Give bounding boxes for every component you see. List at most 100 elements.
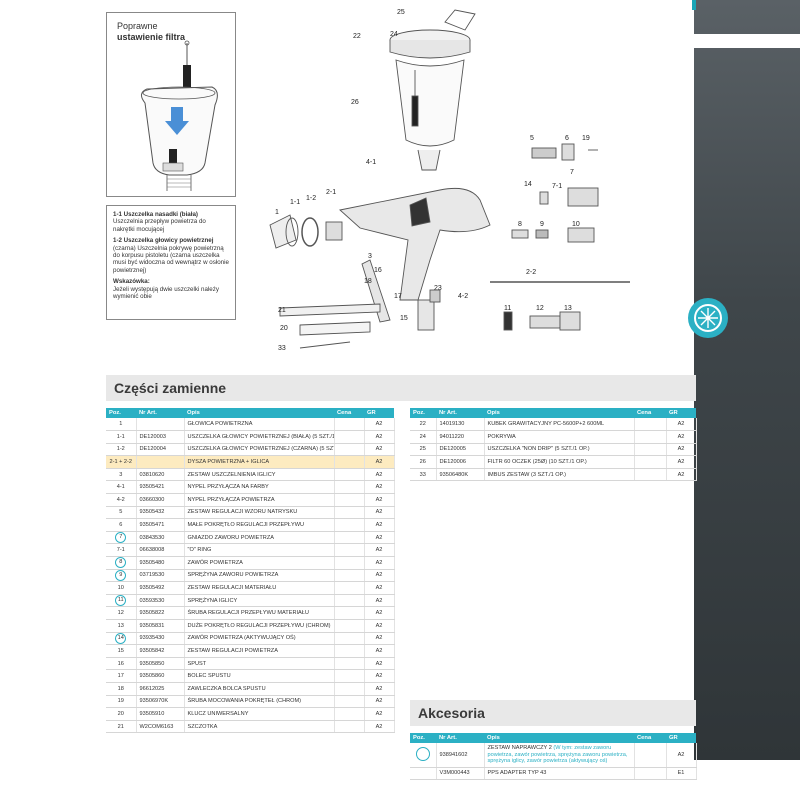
- cell-cena: [334, 443, 365, 457]
- cell-gr: A2: [364, 606, 395, 620]
- cell-nr: 93935430: [136, 632, 185, 646]
- table-header-row: Poz. Nr Art. Opis Cena GR: [410, 408, 696, 418]
- cell-nr: 93506480K: [436, 468, 485, 482]
- cell-gr: A2: [364, 581, 395, 595]
- cell-cena: [334, 493, 365, 507]
- cell-cena: [334, 707, 365, 721]
- diagram-label: 3: [368, 253, 372, 260]
- cell-nr: 96612025: [136, 682, 185, 696]
- cell-gr: A2: [364, 468, 395, 482]
- cell-poz: 2-1 + 2-2: [106, 455, 137, 469]
- part-ring-marker: 9: [115, 569, 127, 581]
- cell-nr: 93505822: [136, 606, 185, 620]
- diagram-label: 4-1: [366, 159, 376, 166]
- cell-opis: USZCZELKA "NON DRIP" (5 SZT./1 OP.): [484, 443, 635, 457]
- cell-poz: 19: [106, 695, 137, 709]
- cell-nr: 938941602: [436, 743, 485, 768]
- col-opis: Opis: [484, 733, 634, 743]
- cell-opis: GNIAZDO ZAWORU POWIETRZA: [184, 531, 335, 545]
- cell-poz: 13: [106, 619, 137, 633]
- diagram-label: 9: [540, 221, 544, 228]
- cell-opis: ZAWÓR POWIETRZA (AKTYWUJĄCY OŚ): [184, 632, 335, 646]
- cell-poz: 7: [106, 531, 137, 545]
- cell-nr: 93505471: [136, 518, 185, 532]
- cell-nr: 93505831: [136, 619, 185, 633]
- cell-cena: [634, 418, 667, 432]
- spray-gun-exploded-diagram: 25 22 24 26 4-1 1 1-1 1-2 2-1 3 18 16 17…: [269, 9, 630, 352]
- col-cena: Cena: [634, 733, 666, 743]
- cell-gr: A2: [364, 455, 395, 469]
- cell-opis: SZCZOTKA: [184, 720, 335, 734]
- cell-poz: 15: [106, 644, 137, 658]
- cell-poz: 10: [106, 581, 137, 595]
- cell-opis: USZCZELKA GŁOWICY POWIETRZNEJ (CZARNA) (…: [184, 443, 335, 457]
- filter-cup-illustration: [141, 40, 218, 191]
- cell-nr: [136, 455, 185, 469]
- filter-callout-line1: Poprawne: [117, 21, 158, 31]
- cell-poz: [410, 743, 437, 768]
- accessory-name: ZESTAW NAPRAWCZY 2: [487, 745, 552, 752]
- cell-nr: 94011220: [436, 430, 485, 444]
- cell-gr: A2: [364, 418, 395, 432]
- diagram-label: 23: [434, 285, 442, 292]
- cell-gr: A2: [364, 669, 395, 683]
- filter-callout-line2: ustawienie filtra: [117, 32, 186, 42]
- diagram-label: 1-2: [306, 195, 316, 202]
- diagram-label: 20: [280, 325, 288, 332]
- diagram-label: 21: [278, 307, 286, 314]
- cell-gr: A2: [666, 418, 697, 432]
- diagram-label: 16: [374, 267, 382, 274]
- diagram-label: 7: [570, 169, 574, 176]
- cell-cena: [334, 632, 365, 646]
- col-poz: Poz.: [410, 733, 436, 743]
- cell-opis: ZESTAW REGULACJI POWIETRZA: [184, 644, 335, 658]
- cell-opis: "O" RING: [184, 543, 335, 558]
- cell-poz: 3: [106, 468, 137, 482]
- cell-gr: A2: [364, 695, 395, 709]
- cell-cena: [334, 518, 365, 532]
- filter-callout-title: Poprawne ustawienie filtra: [117, 21, 185, 43]
- cell-poz: 24: [410, 430, 437, 444]
- col-gr: GR: [364, 408, 394, 418]
- accessories-header: Akcesoria: [410, 700, 696, 726]
- cell-cena: [334, 594, 365, 608]
- cell-cena: [334, 644, 365, 658]
- cell-poz: 4-1: [106, 480, 137, 495]
- cell-poz: 9: [106, 569, 137, 583]
- cell-poz: 20: [106, 707, 137, 721]
- diagram-label: 7-1: [552, 183, 562, 190]
- part-ring-marker: 11: [115, 595, 127, 606]
- cell-cena: [334, 556, 365, 570]
- cell-gr: A2: [364, 720, 395, 734]
- seal-info-heading-3: Wskazówka:: [113, 278, 150, 286]
- cell-gr: A2: [666, 743, 697, 768]
- col-cena: Cena: [334, 408, 364, 418]
- cell-cena: [334, 468, 365, 482]
- col-cena: Cena: [634, 408, 666, 418]
- cell-opis: ZAWLECZKA BOLCA SPUSTU: [184, 682, 335, 696]
- cell-cena: [334, 418, 365, 432]
- part-ring-marker: 8: [115, 557, 127, 569]
- diagram-label: 15: [400, 315, 408, 322]
- cell-cena: [334, 569, 365, 583]
- cell-gr: A2: [364, 657, 395, 671]
- seal-info-heading-1: 1-1 Uszczelka nasadki (biała): [113, 211, 198, 218]
- cell-gr: E1: [666, 767, 697, 781]
- cell-poz: 21: [106, 720, 137, 734]
- cell-cena: [634, 443, 667, 457]
- diagram-label: 22: [353, 33, 361, 40]
